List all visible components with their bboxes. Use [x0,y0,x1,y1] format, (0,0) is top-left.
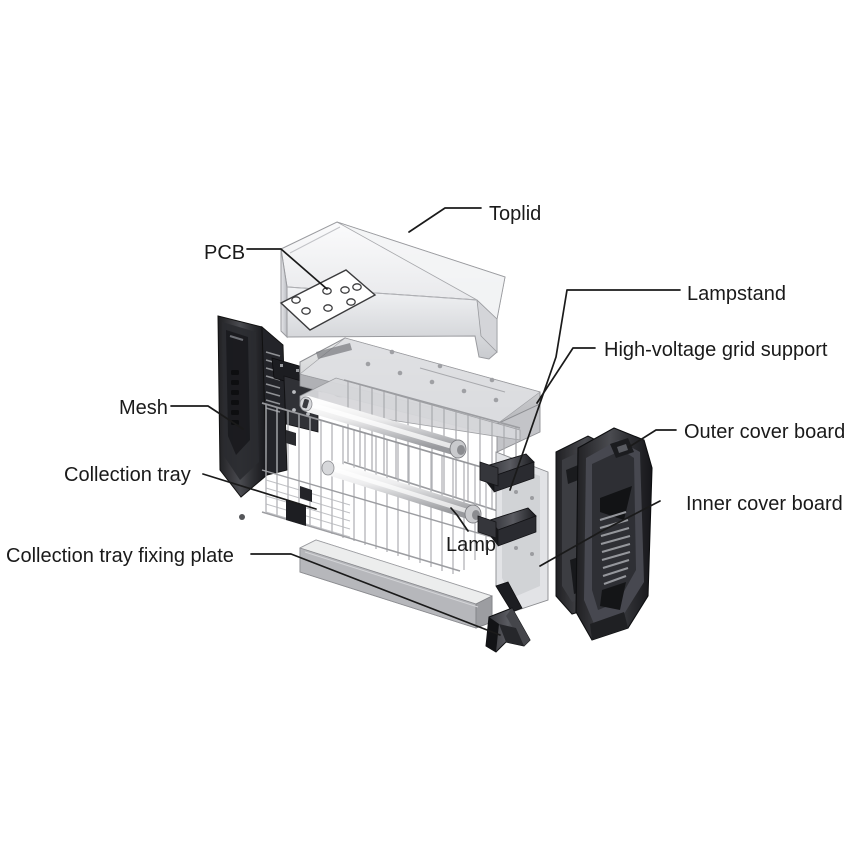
leader-toplid [408,207,482,233]
label-collection-tray-fixing-plate: Collection tray fixing plate [6,545,234,567]
leader-inner-cover [539,500,661,567]
part-hv-grid-support[interactable] [299,337,541,453]
part-collection-tray-fixing-plate[interactable] [485,607,531,653]
label-inner-cover-board: Inner cover board [686,493,843,515]
part-outer-cover-board[interactable] [575,427,653,641]
leader-mesh [170,405,244,430]
leader-outer-cover [628,429,677,448]
leader-pcb [246,248,328,290]
label-high-voltage-grid-support: High-voltage grid support [604,339,828,361]
leader-lamp [450,507,469,532]
part-collection-tray[interactable] [299,539,493,629]
label-collection-tray: Collection tray [64,464,191,486]
leader-lampstand [509,289,681,491]
label-mesh: Mesh [119,397,168,419]
label-toplid: Toplid [489,203,542,225]
label-outer-cover-board: Outer cover board [684,421,846,443]
leader-collect-tray [202,473,317,510]
part-lampstand[interactable] [477,451,549,613]
part-lamp[interactable] [299,396,482,524]
leader-lines [170,207,681,636]
label-lampstand: Lampstand [687,283,786,305]
label-pcb: PCB [204,242,246,264]
leader-hv-support [536,347,596,404]
leader-tray-plate [250,553,501,636]
part-pcb[interactable] [279,269,377,331]
label-lamp: Lamp [446,534,497,556]
